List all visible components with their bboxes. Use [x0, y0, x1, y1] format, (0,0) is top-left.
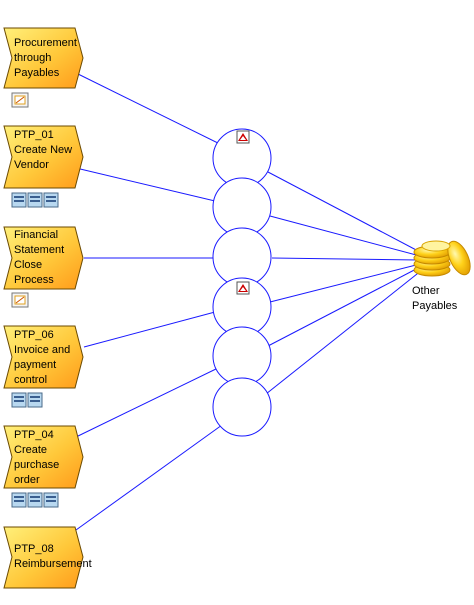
process-label: PTP_06 Invoice and payment control — [14, 329, 71, 386]
risk-icon — [236, 130, 250, 144]
process-label: Financial Statement Close Process — [14, 229, 65, 286]
doc-icon[interactable] — [43, 192, 59, 208]
risk-icon — [236, 281, 250, 295]
doc-icon[interactable] — [27, 392, 43, 408]
connector-circle[interactable] — [212, 326, 272, 386]
process-shape[interactable] — [3, 425, 84, 489]
doc-icon[interactable] — [43, 492, 59, 508]
process-label: Procurement through Payables — [14, 37, 77, 79]
doc-icon[interactable] — [11, 392, 27, 408]
connector-circle[interactable] — [212, 377, 272, 437]
process-label: PTP_01 Create New Vendor — [14, 129, 73, 171]
process-icon[interactable] — [11, 92, 29, 108]
process-shape[interactable] — [3, 125, 84, 189]
doc-icon[interactable] — [27, 192, 43, 208]
connector-circle[interactable] — [212, 227, 272, 287]
process-shape[interactable] — [3, 325, 84, 389]
process-label: PTP_04 Create purchase order — [14, 429, 60, 486]
process-shape[interactable] — [3, 526, 84, 589]
connector-circle[interactable] — [212, 177, 272, 237]
doc-icon[interactable] — [11, 492, 27, 508]
process-label: PTP_08 Reimbursement — [14, 543, 92, 570]
connector-lines — [75, 72, 423, 531]
output-label: Other Payables — [412, 285, 458, 312]
doc-icon[interactable] — [11, 192, 27, 208]
coins-icon[interactable] — [413, 238, 474, 278]
process-shape[interactable] — [3, 226, 84, 290]
doc-icon[interactable] — [27, 492, 43, 508]
process-shape[interactable] — [3, 27, 84, 89]
process-icon[interactable] — [11, 292, 29, 308]
